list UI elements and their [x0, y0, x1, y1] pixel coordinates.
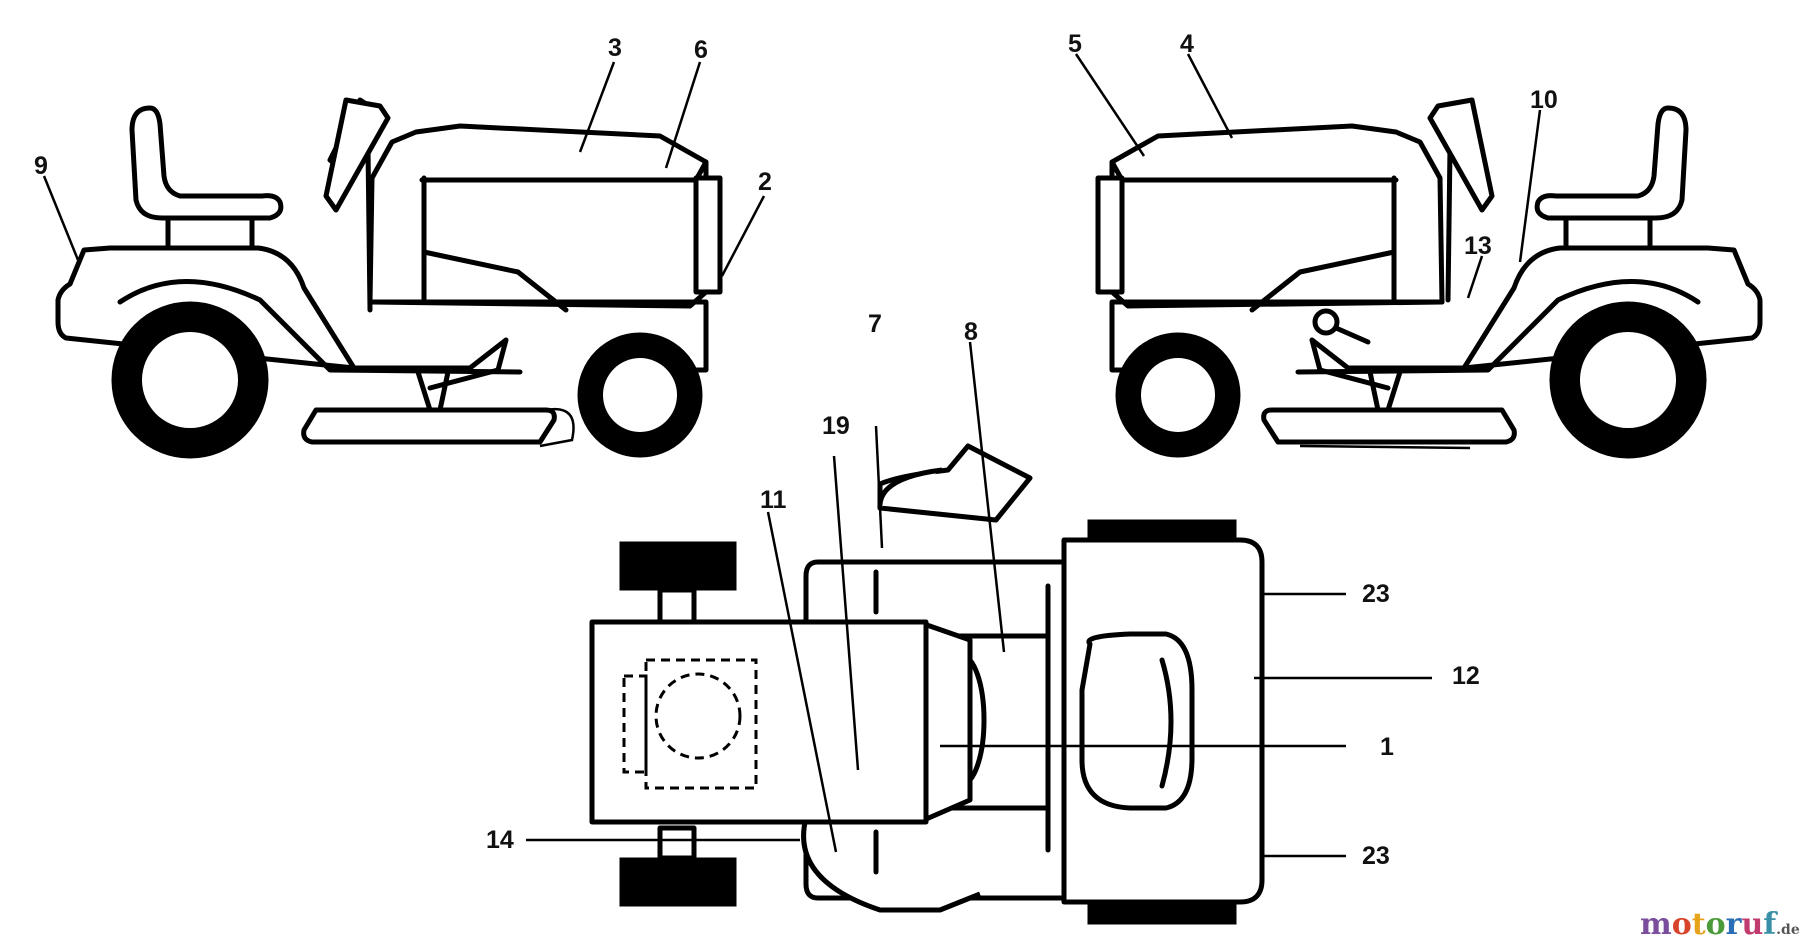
callout-6: 6 — [694, 36, 708, 64]
callout-1: 1 — [1380, 733, 1394, 761]
callout-14: 14 — [486, 826, 514, 854]
callout-23-bottom: 23 — [1362, 842, 1390, 870]
callout-11: 11 — [760, 486, 787, 514]
wm-letter: o — [1672, 907, 1692, 942]
callout-10: 10 — [1530, 86, 1558, 114]
callout-4: 4 — [1180, 30, 1194, 58]
callout-9: 9 — [34, 152, 48, 180]
tractor-top-view — [589, 443, 1265, 925]
tractor-left-side-view — [55, 97, 723, 459]
callout-23-top: 23 — [1362, 580, 1390, 608]
callout-13: 13 — [1464, 232, 1492, 260]
callout-7: 7 — [868, 310, 882, 338]
callout-3: 3 — [608, 34, 622, 62]
callout-5: 5 — [1068, 30, 1082, 58]
tractor-right-side-view — [1095, 97, 1763, 459]
wm-letter: u — [1741, 907, 1763, 942]
leader-lines — [42, 53, 1542, 858]
callout-numbers: 1 2 3 4 5 6 7 8 9 10 11 12 13 14 19 23 2… — [34, 30, 1558, 870]
wm-suffix: .de — [1776, 922, 1800, 938]
wm-letter: o — [1706, 907, 1726, 942]
motoruf-watermark: motoruf.de — [1640, 907, 1800, 942]
callout-19: 19 — [822, 412, 850, 440]
svg-text:motoruf.de: motoruf.de — [1640, 907, 1800, 942]
callout-2: 2 — [758, 168, 772, 196]
callout-12: 12 — [1452, 662, 1480, 690]
callout-8: 8 — [964, 318, 978, 346]
wm-letter: f — [1763, 907, 1778, 942]
wm-letter: t — [1692, 907, 1706, 942]
wm-letter: m — [1640, 907, 1672, 942]
wm-letter: r — [1726, 907, 1743, 942]
